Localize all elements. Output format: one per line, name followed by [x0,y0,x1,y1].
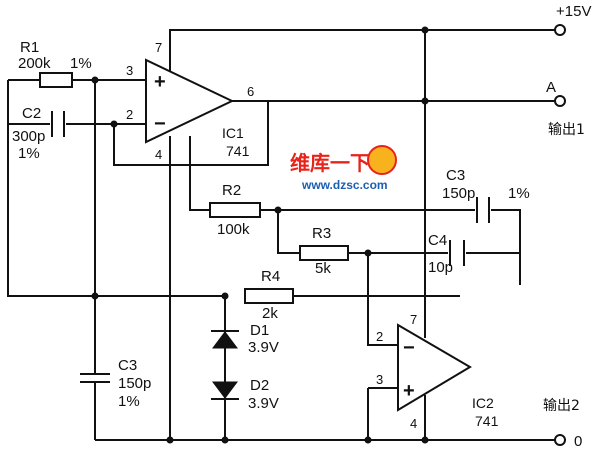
svg-text:150p: 150p [118,375,151,392]
wires [7,29,555,441]
ic2-plus-sign: + [403,380,415,402]
ic1-pin3: 3 [126,63,133,78]
wire-r2-c3 [189,136,521,285]
watermark-logo: 维库一下 www.dzsc.com [290,145,397,192]
resistor-r3: R3 5k [299,225,349,277]
ic1-pin6: 6 [247,84,254,99]
supply-label: +15V [556,3,591,20]
svg-text:C4: C4 [428,232,447,249]
diode-d2: D2 3.9V [211,377,279,412]
svg-text:3.9V: 3.9V [248,395,279,412]
ic1-pin7: 7 [155,40,162,55]
ic1-pin4: 4 [155,147,162,162]
capacitor-c2: C2 300p 1% [12,105,65,162]
resistor-r4: R4 2k [244,268,294,322]
wire-ic2-minus [367,253,398,346]
wire-supply-rail [169,29,555,74]
ic1-name: IC1 [222,125,244,141]
ic2-name: IC2 [472,395,494,411]
ic1-part: 741 [226,143,250,159]
ic1-minus-sign: − [154,113,166,135]
ic2-minus-sign: − [403,337,415,359]
capacitor-c3-top: C3 150p 1% [442,167,530,223]
output1-label: 输出1 [548,122,585,138]
watermark-mascot-icon [367,145,397,175]
ic2-pin2: 2 [376,329,383,344]
ic1-opamp: + − 3 2 6 7 4 IC1 741 [126,40,254,162]
ic2-part: 741 [475,413,499,429]
svg-text:D1: D1 [250,322,269,339]
resistor-r1: R1 200k 1% [18,39,92,88]
terminals [554,24,566,446]
ic2-opamp: − + 2 3 7 4 IC2 741 [376,312,499,431]
terminal-ground [554,434,566,446]
ic1-pin2: 2 [126,107,133,122]
svg-text:1%: 1% [118,393,140,410]
svg-text:R2: R2 [222,182,241,199]
svg-text:300p: 300p [12,128,45,145]
svg-text:10p: 10p [428,259,453,276]
svg-text:R4: R4 [261,268,280,285]
watermark-url: www.dzsc.com [301,178,388,192]
svg-text:1%: 1% [508,185,530,202]
ic2-pin7: 7 [410,312,417,327]
ic1-plus-sign: + [154,71,166,93]
ic2-pin3: 3 [376,372,383,387]
svg-text:1%: 1% [18,145,40,162]
svg-text:R1: R1 [20,39,39,56]
wire-left-loop [7,80,460,297]
svg-text:R3: R3 [312,225,331,242]
watermark-brand: 维库一下 [290,151,370,175]
svg-text:100k: 100k [217,221,250,238]
diode-d1: D1 3.9V [211,322,279,356]
svg-text:C3: C3 [118,357,137,374]
svg-text:3.9V: 3.9V [248,339,279,356]
terminal-output1 [554,95,566,107]
svg-text:5k: 5k [315,260,331,277]
svg-text:2k: 2k [262,305,278,322]
svg-text:C3: C3 [446,167,465,184]
wire-ic2-plus [367,387,398,440]
terminal-supply [554,24,566,36]
output1-node-label: A [546,79,556,96]
junctions [91,26,429,444]
resistor-r2: R2 100k [209,182,261,238]
ground-label: 0 [574,433,582,450]
svg-text:1%: 1% [70,55,92,72]
svg-text:C2: C2 [22,105,41,122]
svg-text:200k: 200k [18,55,51,72]
capacitor-c4: C4 10p [428,232,465,276]
output2-label: 输出2 [543,398,580,414]
svg-text:150p: 150p [442,185,475,202]
ic2-pin4: 4 [410,416,417,431]
capacitor-c3-bottom: C3 150p 1% [80,357,151,410]
svg-text:D2: D2 [250,377,269,394]
